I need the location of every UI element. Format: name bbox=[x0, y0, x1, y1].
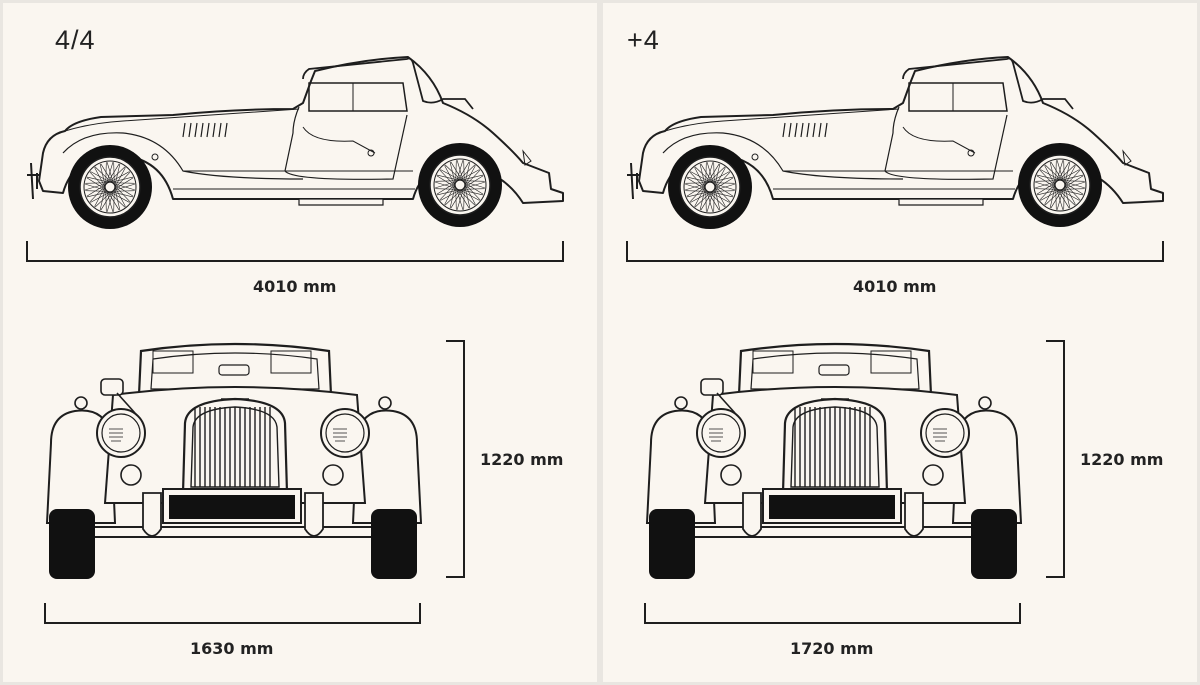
headlamp bbox=[320, 408, 370, 458]
width-dimension-bracket bbox=[44, 603, 421, 624]
length-label: 4010 mm bbox=[853, 277, 937, 296]
panel-4-4: 4/4 bbox=[3, 3, 597, 682]
front-view-car bbox=[645, 342, 1023, 579]
length-label: 4010 mm bbox=[253, 277, 337, 296]
model-title: 4/4 bbox=[55, 25, 96, 55]
car-drawing bbox=[626, 56, 1164, 624]
headlamp bbox=[696, 408, 746, 458]
panel-plus-4: +4 bbox=[603, 3, 1197, 682]
headlamp bbox=[96, 408, 146, 458]
height-label: 1220 mm bbox=[1080, 450, 1164, 469]
side-view-car bbox=[627, 56, 1164, 229]
width-label: 1630 mm bbox=[190, 639, 274, 658]
wheel bbox=[68, 145, 152, 229]
height-label: 1220 mm bbox=[480, 450, 564, 469]
length-dimension-bracket bbox=[626, 241, 1164, 262]
wheel bbox=[418, 143, 502, 227]
model-title: +4 bbox=[627, 25, 660, 55]
headlamp bbox=[920, 408, 970, 458]
height-dimension-bracket bbox=[1046, 340, 1065, 578]
car-drawing bbox=[26, 56, 564, 624]
side-view-car bbox=[27, 56, 564, 229]
width-label: 1720 mm bbox=[790, 639, 874, 658]
front-view-car bbox=[45, 342, 423, 579]
wheel bbox=[668, 145, 752, 229]
wheel bbox=[1018, 143, 1102, 227]
width-dimension-bracket bbox=[644, 603, 1021, 624]
length-dimension-bracket bbox=[26, 241, 564, 262]
height-dimension-bracket bbox=[446, 340, 465, 578]
